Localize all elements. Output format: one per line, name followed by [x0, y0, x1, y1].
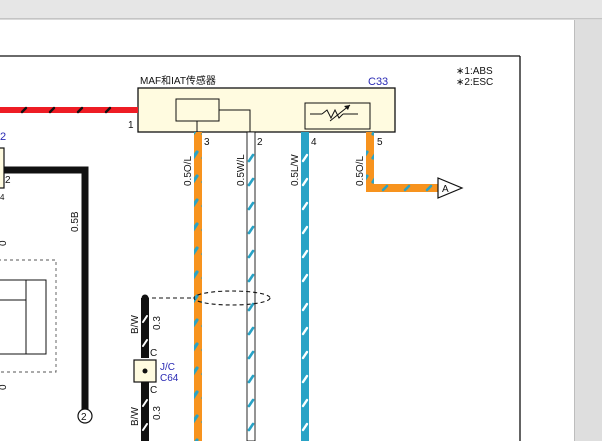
wire-label-pin5: 0.5O/L [355, 156, 366, 186]
shield-twist-ellipse [193, 290, 271, 306]
junction-connector-name: J/C [160, 362, 175, 373]
connector-code: C33 [368, 76, 388, 88]
wire-bw-upper[interactable] [141, 298, 149, 358]
wire-pin3-orange-blue[interactable] [194, 132, 202, 441]
left-mark-b: 0 [0, 384, 9, 390]
thermistor-zigzag [321, 108, 344, 120]
left-blue-mark: 2 [0, 131, 6, 143]
wire-label-left-black: 0.5B [70, 211, 81, 232]
jc-pin-upper: C [150, 348, 157, 359]
wire-pin2-stripes [247, 153, 255, 432]
wire-pin5-vertical[interactable] [366, 132, 374, 192]
wire-black-left[interactable] [0, 166, 89, 410]
pin-3-label: 3 [204, 137, 210, 148]
off-page-connector-a[interactable] [437, 177, 464, 199]
wire-label-bw-upper-color: B/W [130, 315, 141, 334]
maf-internal-wire-2 [219, 109, 251, 134]
note-abs: ∗1:ABS [456, 66, 493, 77]
viewer-scroll-gutter [575, 20, 602, 441]
wire-pin5-horizontal[interactable] [366, 184, 438, 192]
pin-4-label: 4 [311, 137, 317, 148]
wire-bw-upper-stripes [142, 315, 148, 347]
left-connector-pin: 2 [5, 175, 11, 186]
wire-label-bw-lower-color: B/W [130, 407, 141, 426]
left-module-dashed [0, 259, 57, 373]
thermistor-arrowhead [344, 105, 350, 110]
jc-pin-lower: C [150, 385, 157, 396]
ground-reference-2[interactable] [77, 408, 93, 424]
wire-red-stripes [20, 106, 112, 114]
left-mark-a: 0 [0, 240, 9, 246]
left-connector-partial [0, 147, 5, 189]
wire-pin4-blue-white[interactable] [301, 132, 309, 441]
wire-pin2-white-blue[interactable] [246, 131, 256, 441]
off-page-connector-a-label: A [442, 184, 449, 195]
ground-reference-2-label: 2 [81, 412, 87, 423]
left-connector-small: 4 [0, 193, 5, 202]
note-esc: ∗2:ESC [456, 77, 493, 88]
wire-label-pin4: 0.5L/W [290, 154, 301, 186]
junction-connector-code: C64 [160, 373, 179, 384]
pin-5-label: 5 [377, 137, 383, 148]
wire-label-bw-upper-size: 0.3 [152, 316, 163, 330]
wire-pin5-stripes [381, 184, 433, 192]
maf-element [175, 98, 220, 122]
left-module-inner [0, 279, 47, 355]
sensor-title: MAF和IAT传感器 [140, 74, 216, 87]
wire-label-bw-lower-size: 0.3 [152, 406, 163, 420]
viewer-toolbar [0, 0, 602, 19]
pin-2-label: 2 [257, 137, 263, 148]
wire-label-pin2: 0.5W/L [236, 154, 247, 186]
junction-connector-node [142, 368, 148, 374]
wire-pin4-stripes [301, 153, 309, 432]
wire-bw-lower[interactable] [141, 382, 149, 441]
wire-label-pin3: 0.5O/L [183, 156, 194, 186]
pin-1-label: 1 [128, 120, 134, 131]
wire-bw-lower-stripes [142, 399, 148, 431]
